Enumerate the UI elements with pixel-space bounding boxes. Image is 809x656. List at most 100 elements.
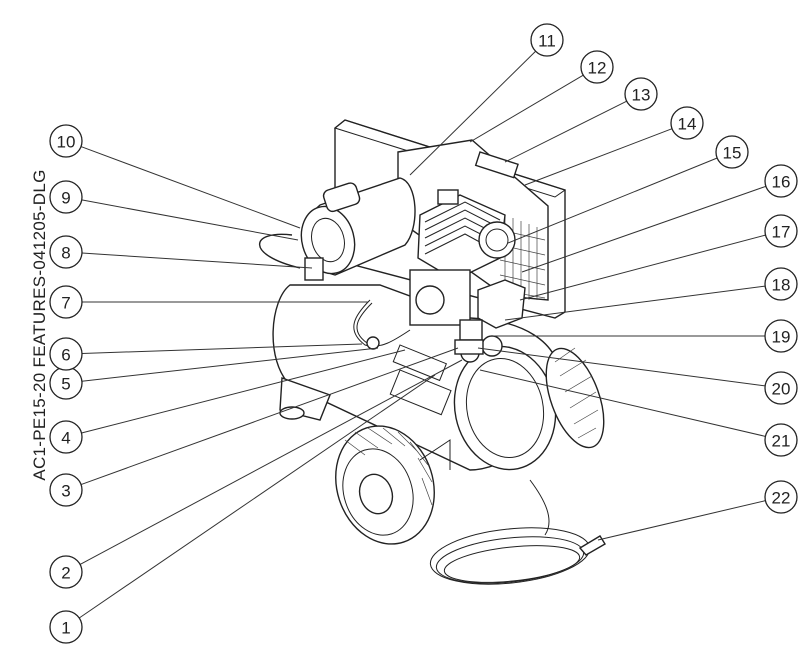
callout-circle [764,164,798,198]
callout-12: 12 [580,50,614,84]
leader-line-10 [80,146,301,229]
leader-line-14 [524,128,673,186]
label-plate [474,151,519,179]
leader-line-3 [80,347,459,486]
handle [258,233,301,269]
compressor-illustration [258,119,606,585]
callout-number: 5 [61,375,70,394]
callout-circle [530,23,564,57]
pump-flywheel [415,285,445,315]
callout-20: 20 [764,371,798,405]
callout-circle [49,180,83,214]
callout-number: 16 [772,173,791,192]
callout-17: 17 [764,214,798,248]
callout-10: 10 [49,124,83,158]
leader-line-4 [81,349,406,434]
leader-line-6 [81,343,363,354]
leader-line-8 [81,252,313,269]
callout-number: 14 [678,115,697,134]
hose-coupler [578,535,606,556]
leader-line-16 [521,185,767,273]
leader-lines [78,50,767,619]
safety-valve [366,336,380,350]
callout-number: 19 [772,328,791,347]
leader-line-11 [409,50,536,176]
leader-line-22 [597,500,766,541]
callout-number: 11 [538,32,556,51]
callout-7: 7 [49,285,83,319]
callout-5: 5 [49,366,83,400]
motor-capacitor [322,182,361,213]
leader-line-18 [504,285,766,321]
callout-13: 13 [624,77,658,111]
callout-circle [49,337,83,371]
callout-circle [764,214,798,248]
leader-line-20 [477,347,766,387]
callout-circle [49,420,83,454]
callout-number: 2 [61,564,70,583]
callout-3: 3 [49,473,83,507]
callout-22: 22 [764,480,798,514]
callout-number: 3 [61,482,70,501]
callout-11: 11 [530,23,564,57]
callout-number: 13 [632,86,651,105]
electric-motor [300,177,416,276]
callout-number: 12 [588,59,607,78]
on-off-switch [304,257,324,281]
callout-19: 19 [764,319,798,353]
callout-circle [49,285,83,319]
leader-line-13 [504,100,627,163]
callout-15: 15 [715,135,749,169]
callout-circle [49,555,83,589]
leader-line-5 [81,347,379,382]
discharge-tube [353,299,411,347]
callout-number: 9 [61,189,70,208]
callout-number: 20 [772,380,791,399]
callout-number: 8 [61,244,70,263]
callout-circle [49,235,83,269]
callout-9: 9 [49,180,83,214]
callout-circle [715,135,749,169]
callout-1: 1 [49,610,83,644]
outlet-gauge [481,335,503,357]
callout-circle [764,267,798,301]
callout-number: 21 [772,432,791,451]
pressure-switch [477,279,526,329]
front-wheel [335,425,435,545]
leader-line-12 [469,74,584,143]
callout-18: 18 [764,267,798,301]
callout-8: 8 [49,235,83,269]
callout-number: 15 [723,144,742,163]
callout-number: 7 [61,294,70,313]
leader-line-15 [507,157,718,244]
callout-circle [764,423,798,457]
tank-pressure-gauge [478,221,516,259]
pump-cap [437,189,459,205]
callout-circle [764,319,798,353]
callout-number: 4 [61,429,70,448]
callout-number: 6 [61,346,70,365]
callout-number: 22 [772,489,791,508]
drawing-id-label: AC1-PE15-20 FEATURES-041205-DLG [30,169,49,481]
callout-14: 14 [670,106,704,140]
callout-circle [49,124,83,158]
leader-line-17 [519,234,766,301]
callout-2: 2 [49,555,83,589]
callout-circle [49,473,83,507]
callout-circle [764,480,798,514]
callout-circle [580,50,614,84]
callout-4: 4 [49,420,83,454]
guard-vent-grid [499,215,546,300]
air-hose-coil [429,479,606,585]
callout-circle [49,610,83,644]
callout-16: 16 [764,164,798,198]
callout-number: 18 [772,276,791,295]
callout-circle [764,371,798,405]
leader-line-9 [81,199,299,241]
callout-number: 1 [61,619,70,638]
callout-number: 17 [772,223,791,242]
leader-line-1 [78,374,436,619]
leader-line-21 [479,369,766,437]
